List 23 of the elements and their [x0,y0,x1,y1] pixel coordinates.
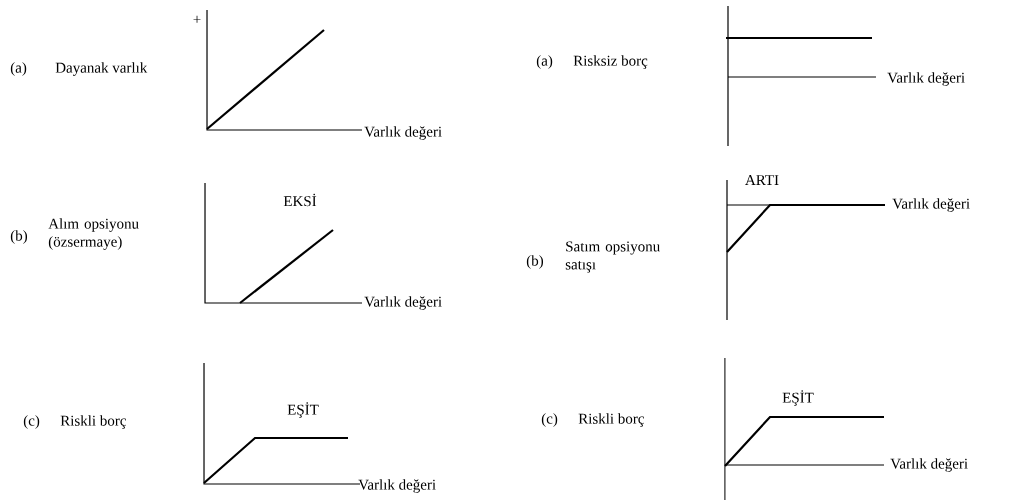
sign-label: + [193,15,201,23]
axis-label: Varlık değeri [364,126,442,140]
axis-label: Varlık değeri [887,72,965,86]
row-label: Risksiz borç [573,55,648,69]
panel-letter: (b) [526,255,544,269]
axis-label: Varlık değeri [364,296,442,310]
panel-letter: (a) [10,62,27,76]
panel-letter: (c) [541,413,558,427]
axis-label: Varlık değeri [892,198,970,212]
row-label: Satım opsiyonu satışı [565,241,660,273]
row-label: Riskli borç [60,415,126,429]
row-label: Riskli borç [578,413,644,427]
axis-label: Varlık değeri [358,479,436,493]
operator-label: EŞİT [287,402,319,418]
operator-label: EKSİ [283,193,317,207]
operator-label: ARTI [745,175,779,185]
axis-label: Varlık değeri [890,458,968,472]
operator-label: EŞİT [782,390,814,406]
panel-letter: (a) [536,55,553,69]
row-label: Alım opsiyonu (özsermaye) [48,218,139,250]
row-label: Dayanak varlık [55,62,148,76]
panel-letter: (c) [23,415,40,429]
panel-letter: (b) [10,230,28,244]
